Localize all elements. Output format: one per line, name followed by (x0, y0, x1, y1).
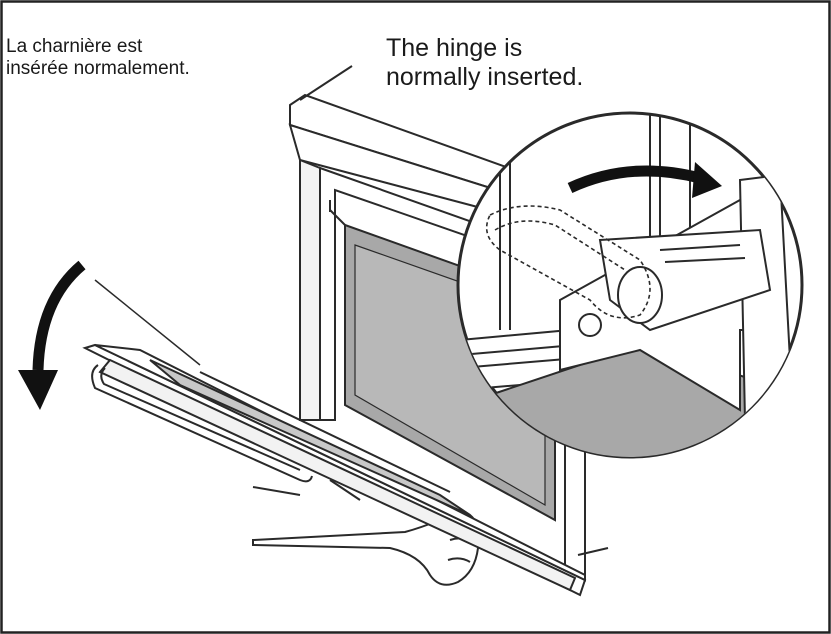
curved-arrow-right-icon (567, 162, 722, 198)
caption-french: La charnière est insérée normalement. (6, 36, 190, 80)
leader-line (94, 279, 201, 366)
caption-english: The hinge is normally inserted. (386, 34, 584, 91)
curved-arrow-down-icon (18, 260, 86, 410)
oven-door (82, 343, 587, 597)
